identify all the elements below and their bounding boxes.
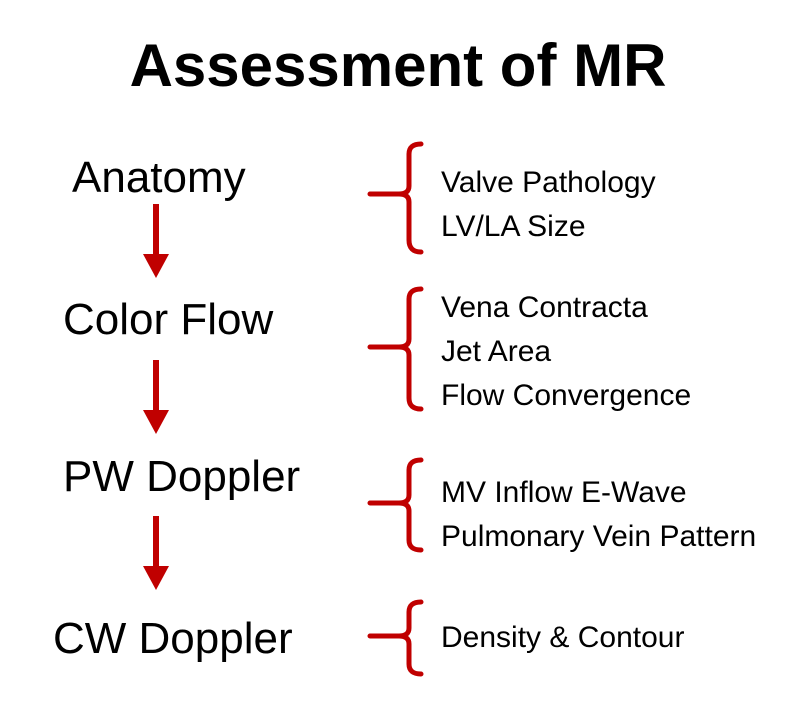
detail-lv-la-size: LV/LA Size (441, 210, 586, 243)
bracket-color-flow (367, 286, 424, 412)
detail-vena-contracta: Vena Contracta (441, 291, 648, 324)
step-label-pw-doppler: PW Doppler (63, 452, 301, 501)
details-pw-doppler: MV Inflow E-Wave Pulmonary Vein Pattern (441, 471, 756, 559)
detail-flow-convergence: Flow Convergence (441, 379, 692, 412)
step-label-cw-doppler: CW Doppler (53, 614, 293, 663)
diagram-title: Assessment of MR (129, 32, 667, 99)
detail-valve-pathology: Valve Pathology (441, 166, 656, 199)
step-label-anatomy: Anatomy (72, 153, 246, 202)
step-label-color-flow: Color Flow (63, 295, 274, 344)
bracket-cw-doppler (367, 599, 424, 677)
flow-arrow-3 (143, 516, 169, 590)
detail-mv-inflow-e-wave: MV Inflow E-Wave (441, 476, 687, 509)
detail-pulmonary-vein-pattern: Pulmonary Vein Pattern (441, 520, 757, 553)
flow-arrow-1 (143, 204, 169, 278)
details-color-flow: Vena Contracta Jet Area Flow Convergence (441, 286, 691, 418)
bracket-pw-doppler (367, 457, 424, 553)
details-cw-doppler: Density & Contour (441, 616, 684, 660)
flow-arrow-2 (143, 360, 169, 434)
bracket-anatomy (367, 141, 424, 255)
detail-density-contour: Density & Contour (441, 621, 685, 654)
detail-jet-area: Jet Area (441, 335, 552, 368)
details-anatomy: Valve Pathology LV/LA Size (441, 161, 656, 249)
